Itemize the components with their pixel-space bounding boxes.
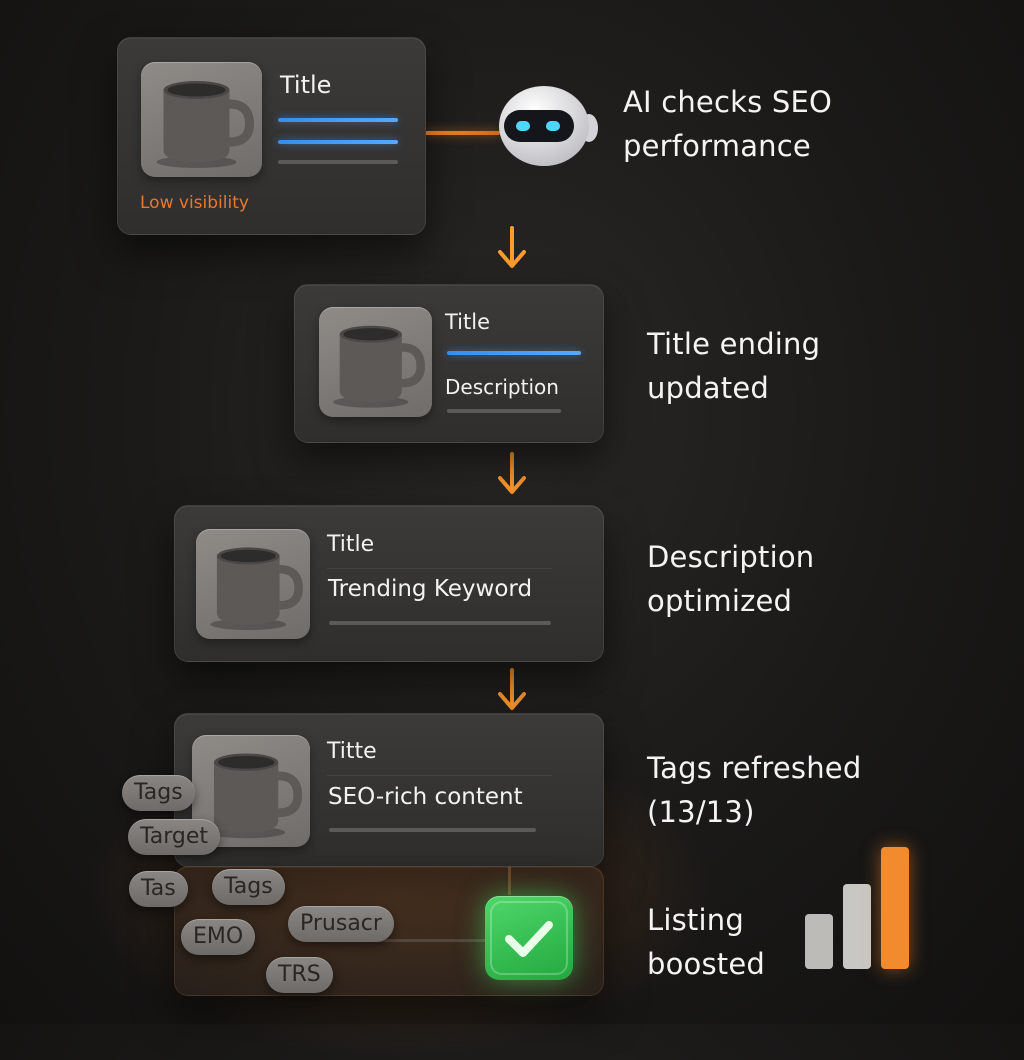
step-label-tags-refreshed: Tags refreshed(13/13) bbox=[647, 751, 862, 829]
product-thumbnail bbox=[192, 735, 310, 847]
title-bar bbox=[447, 351, 581, 355]
seo-content: SEO-rich content bbox=[328, 784, 523, 810]
divider bbox=[327, 775, 552, 776]
tag-pill[interactable]: Prusacr bbox=[288, 906, 394, 942]
tag-pill[interactable]: Tas bbox=[129, 871, 188, 907]
listing-card-tags-refreshed[interactable]: Titte SEO-rich content bbox=[174, 713, 604, 867]
tag-pill[interactable]: TRS bbox=[266, 957, 333, 993]
connector-line bbox=[425, 131, 500, 135]
visibility-status: Low visibility bbox=[140, 193, 249, 213]
product-thumbnail bbox=[141, 62, 262, 177]
arrow-down-icon bbox=[498, 452, 526, 494]
boost-line bbox=[508, 867, 511, 895]
divider bbox=[327, 568, 552, 569]
content-bar bbox=[329, 621, 551, 625]
tag-pill[interactable]: Tags bbox=[212, 869, 285, 905]
card-title: Title bbox=[280, 71, 332, 99]
mug-icon bbox=[210, 547, 303, 631]
tag-pill[interactable]: EMO bbox=[181, 919, 256, 955]
robot-icon bbox=[494, 84, 602, 168]
card-title: Titte bbox=[327, 739, 377, 764]
tag-pill[interactable]: Tags bbox=[122, 775, 195, 811]
boost-bar bbox=[843, 884, 871, 969]
arrow-down-icon bbox=[498, 226, 526, 268]
listing-card-description-optimized[interactable]: Title Trending Keyword bbox=[174, 505, 604, 662]
trending-keyword: Trending Keyword bbox=[328, 576, 533, 602]
checkmark-icon bbox=[485, 896, 573, 980]
mug-icon bbox=[156, 81, 255, 168]
tag-pill[interactable]: Target bbox=[128, 819, 221, 855]
arrow-down-icon bbox=[498, 668, 526, 710]
product-thumbnail bbox=[196, 529, 310, 639]
title-bar bbox=[278, 118, 398, 122]
listing-card-title-updated[interactable]: Title Description bbox=[294, 284, 604, 443]
product-thumbnail bbox=[319, 307, 432, 417]
card-description: Description bbox=[445, 375, 559, 399]
card-title: Title bbox=[445, 310, 491, 334]
card-title: Title bbox=[327, 532, 375, 557]
mug-icon bbox=[207, 753, 303, 839]
listing-card-initial[interactable]: Title Low visibility bbox=[117, 37, 426, 235]
title-bar-2 bbox=[278, 140, 398, 144]
bar-chart-icon bbox=[805, 847, 913, 969]
boost-bar bbox=[805, 914, 833, 969]
boost-bar bbox=[881, 847, 909, 969]
description-bar bbox=[447, 409, 561, 413]
description-bar bbox=[278, 160, 398, 164]
mug-icon bbox=[333, 325, 425, 408]
content-bar bbox=[329, 828, 536, 832]
boost-line bbox=[375, 939, 485, 942]
